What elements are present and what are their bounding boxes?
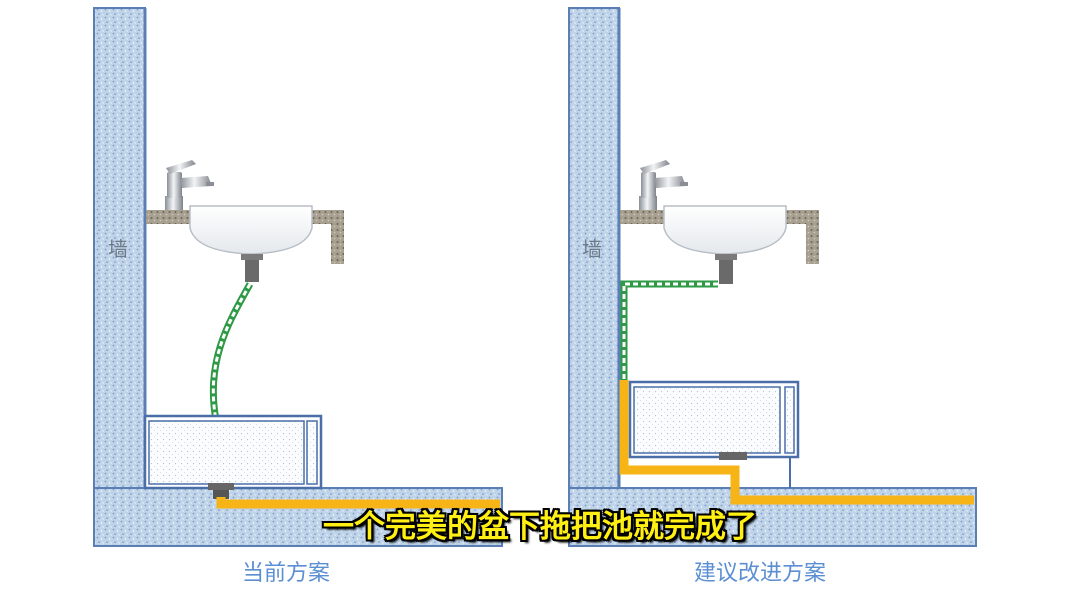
mop-basin xyxy=(143,414,323,490)
basin-outlet xyxy=(719,452,747,460)
floor-drain xyxy=(208,483,234,490)
wall-label: 墙 xyxy=(108,237,128,261)
wall-vertical xyxy=(93,7,146,491)
mop-basin-right xyxy=(628,380,800,488)
countertop-skirt-right xyxy=(806,210,819,264)
improved-scheme-panel: 墙 xyxy=(568,7,977,547)
drain-pipe xyxy=(216,497,500,509)
caption-current-scheme: 当前方案 xyxy=(241,561,330,586)
drain-pipe-right xyxy=(619,380,974,505)
floor-slab xyxy=(93,487,503,547)
sink-basin xyxy=(189,205,313,255)
countertop-skirt xyxy=(331,210,344,264)
current-scheme-panel: 墙 xyxy=(93,7,503,547)
faucet-icon-right xyxy=(639,160,688,210)
video-subtitle: 一个完美的盆下拖把池就完成了 xyxy=(323,509,757,545)
faucet-icon xyxy=(165,160,214,210)
wall-label-right: 墙 xyxy=(582,237,602,261)
caption-improved-scheme: 建议改进方案 xyxy=(693,561,826,586)
sink-drain xyxy=(245,254,259,282)
sink-basin-right xyxy=(663,205,787,255)
sink-drain-right xyxy=(719,254,733,284)
water-pipe-wall-routed xyxy=(620,280,718,380)
